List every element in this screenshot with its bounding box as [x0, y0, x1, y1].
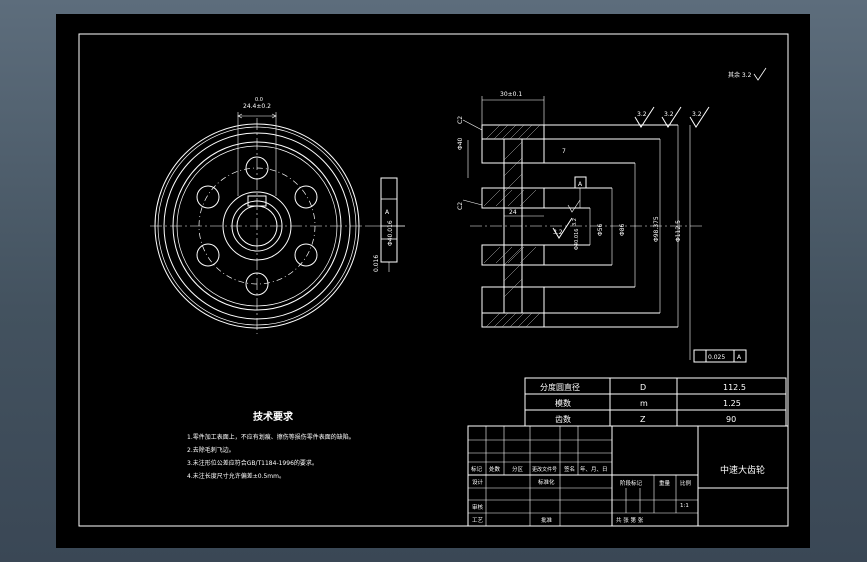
bore-diameter-left: Φ40.016 [387, 220, 394, 246]
gear-row-name: 分度圆直径 [540, 382, 580, 392]
tech-req-item: 1.零件加工表面上，不应有划痕、擦伤等损伤零件表面的缺陷。 [187, 433, 355, 441]
tb-design: 设计 [472, 478, 484, 486]
tb-process: 工艺 [472, 517, 484, 524]
gear-row-name: 模数 [555, 398, 571, 408]
tb-header: 分区 [512, 465, 524, 473]
runout-left: 0.016 [373, 255, 380, 272]
hole [196, 243, 220, 267]
diameter-98: Φ98.375 [653, 216, 660, 242]
hole [196, 185, 220, 209]
diameter-56: Φ56 [597, 223, 604, 236]
gear-row-name: 齿数 [555, 414, 571, 424]
gear-row-symbol: D [640, 383, 646, 392]
tb-header: 签名 [564, 465, 575, 473]
other-roughness: 其余 3.2 [728, 71, 752, 79]
gear-row-value: 1.25 [723, 399, 741, 408]
tech-req-item: 2.去除毛刺飞边。 [187, 446, 235, 454]
front-view [150, 112, 405, 334]
keyway-width-dim: 24.4±0.2 [243, 103, 271, 110]
hub-length: 24 [509, 209, 517, 216]
hole [294, 243, 318, 267]
datum-left: A [385, 209, 390, 216]
diameter-112: Φ112.5 [675, 220, 682, 242]
roughness-1: 3.2 [553, 229, 563, 236]
hole [294, 185, 318, 209]
section-hatching [483, 124, 541, 328]
tb-header: 更改文件号 [532, 466, 557, 473]
left-side-view-tab [380, 177, 405, 272]
chamfer-mid: C2 [457, 202, 464, 210]
tech-req-item: 3.未注形位公差应符合GB/T1184-1996的要求。 [187, 459, 318, 467]
tb-scale-value: 1:1 [680, 503, 689, 509]
bore-diameter-right: Φ40.016 [574, 229, 580, 250]
drawing-frame [78, 33, 789, 527]
keyway-tolerance: 0.0 [255, 97, 263, 103]
gear-row-symbol: m [640, 399, 648, 408]
tb-sheet-info: 共 张 第 张 [616, 516, 644, 524]
tb-approve: 批准 [541, 516, 553, 524]
tb-header: 年、月、日 [580, 465, 608, 473]
tb-standardize: 标准化 [538, 478, 555, 486]
tech-req-item: 4.未注长度尺寸允许偏差±0.5mm。 [187, 472, 285, 480]
chamfer-top: C2 [457, 116, 464, 124]
datum-mid: A [578, 181, 583, 188]
gear-row-value: 112.5 [723, 383, 746, 392]
label-7: 7 [562, 148, 566, 155]
tech-req-title: 技术要求 [253, 410, 294, 423]
roughness-3: 3.2 [664, 111, 674, 118]
title-block [467, 425, 789, 527]
gear-row-value: 90 [726, 415, 736, 424]
tb-header: 标记 [471, 465, 483, 473]
section-view [462, 67, 767, 363]
roughness-4: 3.2 [692, 111, 702, 118]
tb-part-name: 中速大齿轮 [720, 464, 765, 476]
width-dim: 30±0.1 [500, 91, 522, 98]
tb-scale: 比例 [680, 479, 692, 487]
roughness-5: 3.2 [572, 218, 578, 226]
roughness-2: 3.2 [637, 111, 647, 118]
tb-review: 审核 [472, 503, 484, 511]
tb-weight: 重量 [659, 479, 671, 487]
tb-header: 处数 [489, 465, 501, 473]
runout-bottom-datum: A [737, 354, 742, 361]
diameter-86: Φ86 [619, 223, 626, 236]
tb-stage-mark: 阶段标记 [620, 479, 643, 487]
gear-row-symbol: Z [640, 415, 646, 424]
runout-bottom-value: 0.025 [708, 354, 725, 361]
hub-diameter: Φ40 [457, 137, 464, 150]
